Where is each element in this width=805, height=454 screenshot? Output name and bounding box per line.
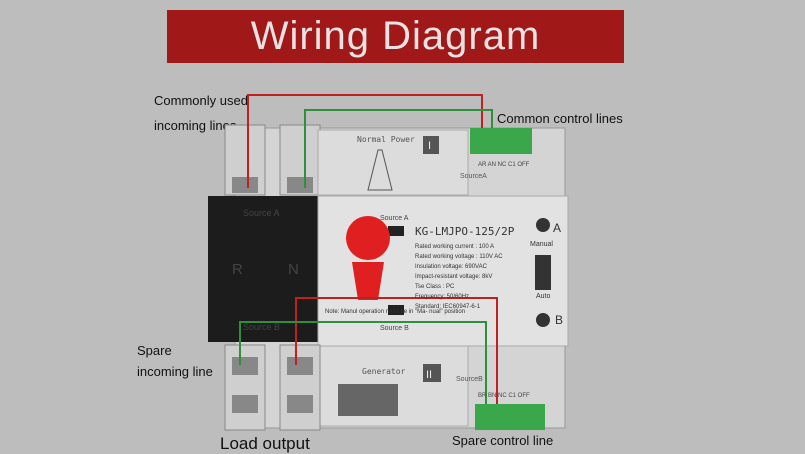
- screw-bottom-right-1: [287, 357, 313, 375]
- spec-line: Rated working current : 100 A: [415, 244, 494, 250]
- label-common-incoming: Commonly used incoming lines: [154, 90, 248, 136]
- source-a-small: SourceA: [460, 173, 487, 180]
- label-common-incoming-line1: Commonly used: [154, 93, 248, 108]
- handle-knob: [346, 216, 390, 260]
- red-wire-bottom: [295, 297, 498, 404]
- terminals-bottom-text: BR BN NC C1 OFF: [478, 393, 530, 399]
- roman-one-text: I: [428, 140, 431, 152]
- normal-power-text: Normal Power: [357, 135, 415, 144]
- r-mark: R: [232, 261, 243, 278]
- spec-line: Impact-resistant voltage: 8kV: [415, 274, 492, 280]
- green-wire-bottom: [239, 321, 487, 404]
- spec-line: Tse Class : PC: [415, 284, 455, 290]
- source-b-front: Source B: [243, 322, 280, 332]
- roman-two-text: II: [426, 369, 432, 381]
- label-spare-incoming: Spare incoming line: [137, 340, 213, 382]
- spec-line: Rated working voltage : 110V AC: [415, 254, 503, 260]
- normal-power-panel: [317, 129, 469, 196]
- terminal-block-top: [470, 128, 532, 154]
- label-spare-incoming-line2: incoming line: [137, 364, 213, 379]
- breaker-front-block: [208, 196, 320, 342]
- spec-line: Standard: IEC60947-6-1: [415, 304, 481, 310]
- screw-bottom-left-1: [232, 357, 258, 375]
- roman-two-box: [423, 364, 441, 382]
- n-mark: N: [288, 261, 299, 278]
- source-b-label: Source B: [380, 325, 409, 332]
- label-load-output: Load output: [220, 434, 310, 453]
- generator-icon: [338, 384, 398, 416]
- note-text: Note: Manul operation must be in "Ma- nu…: [325, 309, 465, 315]
- manual-label: Manual: [530, 241, 553, 248]
- screw-bottom-left-2: [232, 395, 258, 413]
- label-common-control: Common control lines: [497, 111, 623, 126]
- model-text: KG-LMJPO-125/2P: [415, 225, 515, 238]
- spec-line: Frequency: 50/60Hz: [415, 294, 469, 300]
- indicator-b-icon: [536, 313, 550, 327]
- a-mark: A: [553, 221, 561, 235]
- spec-list: Rated working current : 100 A Rated work…: [415, 244, 503, 310]
- screw-bottom-right-2: [287, 395, 313, 413]
- generator-text: Generator: [362, 367, 406, 376]
- source-a-label: Source A: [380, 215, 409, 222]
- source-b-window: [388, 305, 404, 315]
- mode-switch: [535, 255, 551, 290]
- source-a-window: [388, 226, 404, 236]
- title-banner: Wiring Diagram: [167, 10, 624, 63]
- tower-icon: [367, 149, 393, 191]
- screw-top-left: [232, 177, 258, 193]
- red-wire-top: [247, 94, 483, 188]
- terminals-top-text: AR AN NC C1 OFF: [478, 162, 530, 168]
- label-spare-control: Spare control line: [452, 433, 554, 448]
- spec-line: Insulation voltage: 690VAC: [415, 264, 488, 270]
- source-a-front: Source A: [243, 208, 280, 218]
- handle-lever: [352, 262, 384, 300]
- green-wire-top: [304, 109, 493, 188]
- screw-top-right: [287, 177, 313, 193]
- b-mark: B: [555, 313, 563, 327]
- roman-one-box: [423, 136, 439, 154]
- label-common-incoming-line2: incoming lines: [154, 118, 237, 133]
- terminal-block-bottom: [475, 404, 545, 430]
- auto-label: Auto: [536, 293, 551, 300]
- indicator-a-icon: [536, 218, 550, 232]
- label-spare-incoming-line1: Spare: [137, 343, 172, 358]
- source-b-small: SourceB: [456, 376, 483, 383]
